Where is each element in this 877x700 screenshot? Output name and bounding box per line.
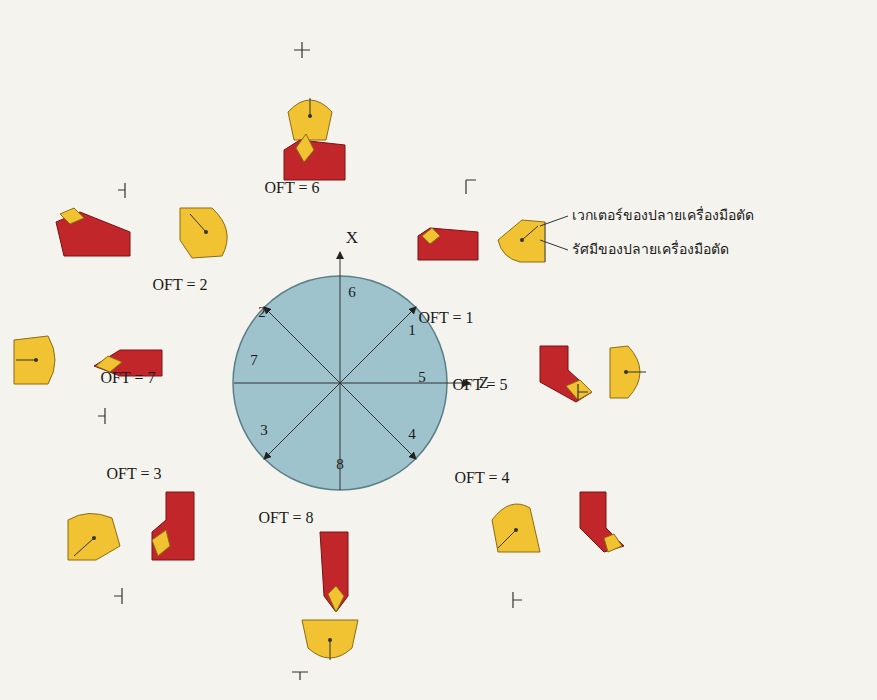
annotation: รัศมีของปลายเครื่องมือตัด xyxy=(572,242,729,257)
sector-number: 4 xyxy=(408,426,416,443)
oft-label: OFT = 5 xyxy=(453,376,508,394)
oft-label: OFT = 1 xyxy=(419,309,474,327)
oft-label: OFT = 6 xyxy=(265,179,320,197)
sector-number: 8 xyxy=(336,456,344,473)
sector-number: 2 xyxy=(258,304,266,321)
annotation: เวกเตอร์ของปลายเครื่องมือตัด xyxy=(572,208,754,223)
axis-label: X xyxy=(346,229,358,248)
oft-label: OFT = 7 xyxy=(101,369,156,387)
sector-number: 1 xyxy=(408,322,416,339)
sector-number: 5 xyxy=(418,369,426,386)
sector-number: 3 xyxy=(260,422,268,439)
oft-label: OFT = 2 xyxy=(153,276,208,294)
sector-number: 6 xyxy=(348,284,356,301)
oft-label: OFT = 8 xyxy=(259,509,314,527)
oft-label: OFT = 3 xyxy=(107,465,162,483)
sector-number: 7 xyxy=(250,352,258,369)
oft-label: OFT = 4 xyxy=(455,469,510,487)
